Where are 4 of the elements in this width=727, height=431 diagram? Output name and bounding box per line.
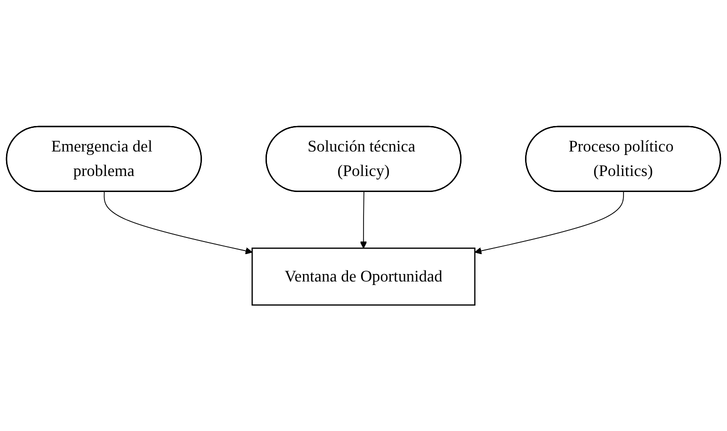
arrow bbox=[360, 191, 368, 248]
node-box: Ventana de Oportunidad bbox=[252, 247, 476, 306]
arrow bbox=[104, 191, 252, 254]
arrow bbox=[474, 191, 624, 254]
